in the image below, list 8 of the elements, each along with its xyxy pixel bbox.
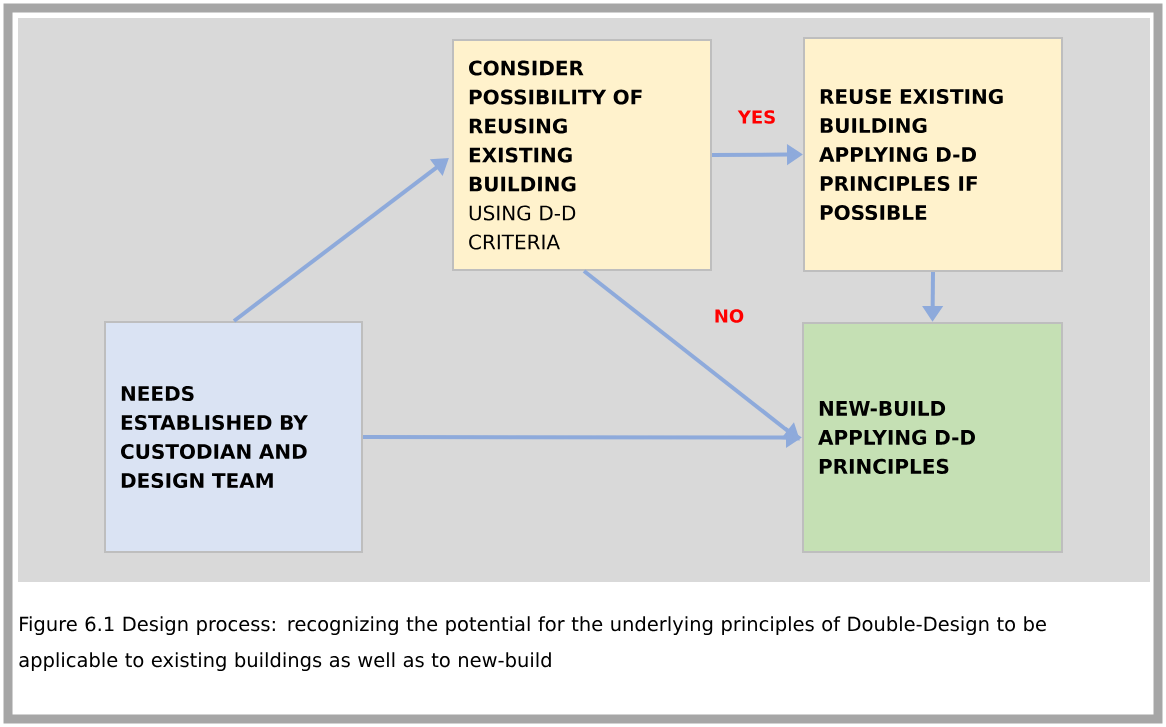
process-box: NEEDS ESTABLISHED BY CUSTODIAN AND DESIGN TEAM <box>104 321 363 553</box>
process-box: CONSIDER POSSIBILITY OF REUSING EXISTING BUILDING USING D-D CRITERIA <box>452 39 712 271</box>
arrow <box>582 269 800 441</box>
edge-label: YES <box>735 108 779 126</box>
process-box: NEW-BUILD APPLYING D-D PRINCIPLES <box>802 322 1063 553</box>
figure-caption: Figure 6.1 Design process: recognizing the potential for the underlying principles of Double-Design to be applicable to existing buildings as well as to new-build <box>19 616 1046 672</box>
edge-label: NO <box>711 307 747 325</box>
process-box: REUSE EXISTING BUILDING APPLYING D-D PRINCIPLES IF POSSIBLE <box>803 37 1063 272</box>
